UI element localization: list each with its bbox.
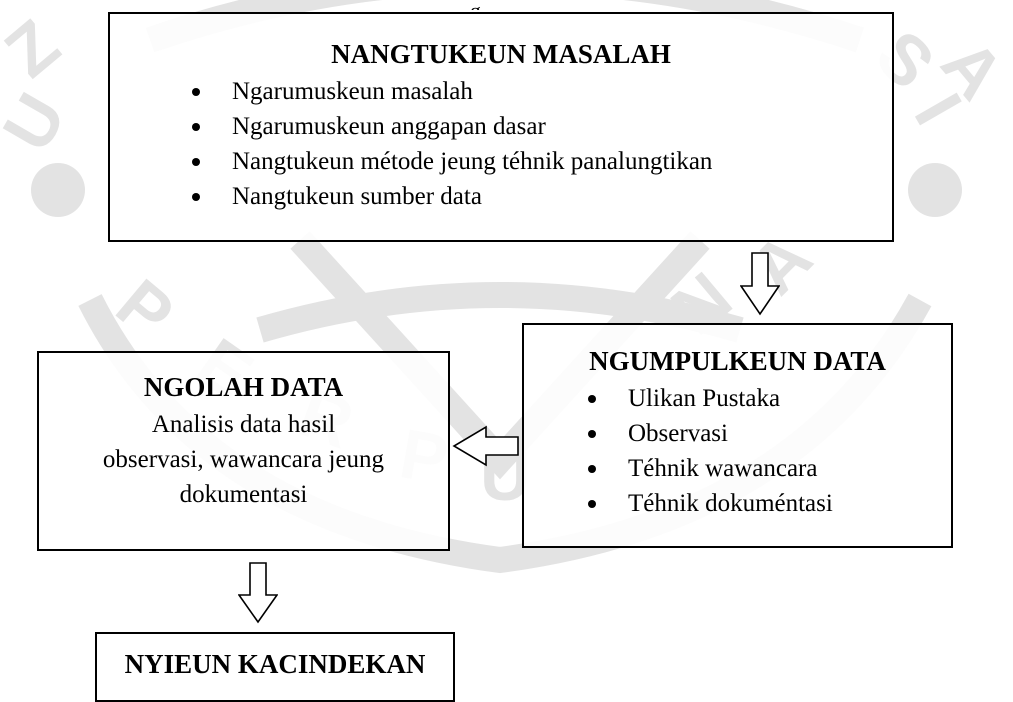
research-flow-diagram: NANGTUKEUN MASALAH Ngarumuskeun masalah … bbox=[37, 12, 953, 702]
watermark-center-shape-2 bbox=[256, 282, 744, 343]
watermark-ring-upper bbox=[145, 0, 865, 53]
problem-box-list: Ngarumuskeun masalah Ngarumuskeun anggap… bbox=[170, 74, 892, 214]
process-data-description-line: dokumentasi bbox=[179, 481, 308, 508]
collect-data-title: NGUMPULKEUN DATA bbox=[589, 346, 886, 376]
list-item: Téhnik dokuméntasi bbox=[566, 486, 951, 521]
list-item: Ngarumuskeun masalah bbox=[170, 74, 892, 109]
conclusion-box: NYIEUN KACINDEKAN bbox=[95, 632, 455, 702]
conclusion-title: NYIEUN KACINDEKAN bbox=[124, 649, 426, 679]
process-data-title: NGOLAH DATA bbox=[143, 372, 344, 402]
problem-box-title: NANGTUKEUN MASALAH bbox=[331, 39, 671, 69]
watermark-dot-right bbox=[908, 163, 962, 217]
list-item: Observasi bbox=[566, 416, 951, 451]
left-arrow-icon bbox=[452, 425, 519, 467]
collect-data-box: NGUMPULKEUN DATA Ulikan Pustaka Observas… bbox=[522, 323, 953, 548]
list-item: Nangtukeun métode jeung téhnik panalungt… bbox=[170, 144, 892, 179]
cropped-heading-fragment: g bbox=[470, 0, 590, 10]
watermark-dot-left bbox=[31, 163, 85, 217]
process-data-description-line: Analisis data hasil bbox=[151, 411, 336, 438]
process-data-description-line: observasi, wawancara jeung bbox=[102, 446, 385, 473]
list-item: Nangtukeun sumber data bbox=[170, 179, 892, 214]
problem-box: NANGTUKEUN MASALAH Ngarumuskeun masalah … bbox=[108, 12, 894, 242]
down-arrow-icon bbox=[740, 252, 780, 316]
collect-data-list: Ulikan Pustaka Observasi Téhnik wawancar… bbox=[566, 381, 951, 521]
process-data-box: NGOLAH DATA Analisis data hasil observas… bbox=[37, 351, 450, 551]
list-item: Téhnik wawancara bbox=[566, 451, 951, 486]
down-arrow-icon bbox=[238, 562, 278, 624]
list-item: Ngarumuskeun anggapan dasar bbox=[170, 109, 892, 144]
list-item: Ulikan Pustaka bbox=[566, 381, 951, 416]
